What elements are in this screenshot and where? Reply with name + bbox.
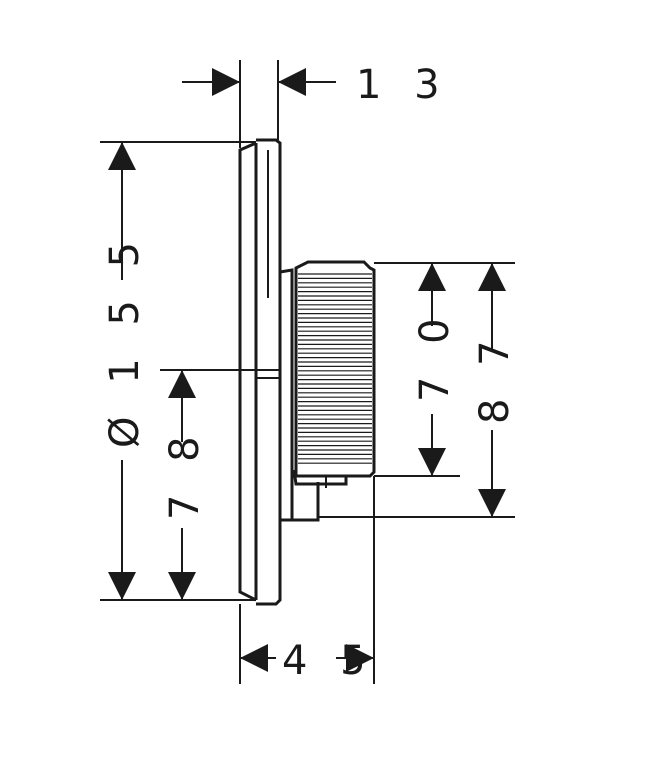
label-total-depth: 4 5: [282, 638, 376, 684]
label-body-height: 8 7: [472, 330, 518, 424]
label-top-width: 1 3: [356, 62, 450, 108]
dimension-center-height: 7 8: [162, 370, 208, 600]
dimension-knob-height: 7 0: [412, 263, 458, 476]
label-center-height: 7 8: [162, 426, 208, 520]
dimension-diameter: Ø 1 5 5: [102, 142, 148, 600]
knob-ribs: [298, 273, 372, 464]
knob-body: [279, 260, 376, 522]
dimension-body-height: 8 7: [472, 263, 518, 517]
dimension-total-depth: 4 5: [240, 638, 376, 684]
dimension-top-width: 1 3: [182, 62, 450, 108]
trim-plate: [238, 138, 282, 606]
label-knob-height: 7 0: [412, 308, 458, 402]
extension-lines: [100, 60, 515, 684]
label-diameter: Ø 1 5 5: [102, 232, 148, 448]
